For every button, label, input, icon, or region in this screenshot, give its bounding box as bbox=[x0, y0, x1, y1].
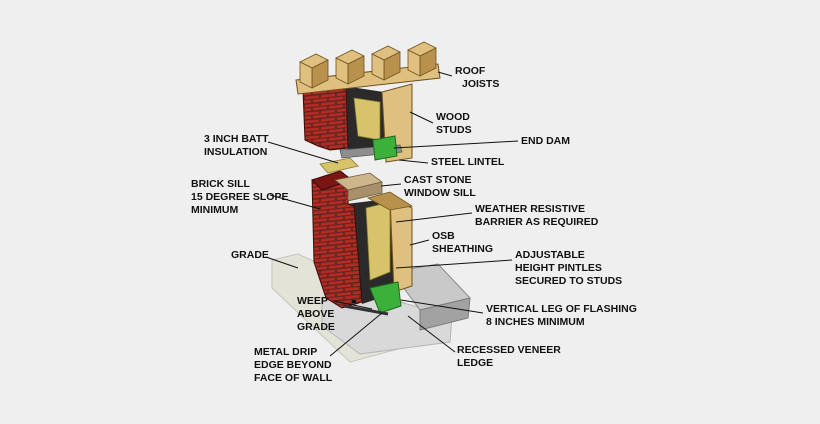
label-batt-insulation: 3 INCH BATT INSULATION bbox=[204, 133, 269, 159]
label-brick-sill: BRICK SILL 15 DEGREE SLOPE MINIMUM bbox=[191, 178, 288, 217]
leader-line-osb-sheathing bbox=[409, 239, 430, 246]
label-end-dam: END DAM bbox=[521, 135, 570, 148]
leader-line-metal-drip bbox=[329, 312, 383, 357]
label-line: FACE OF WALL bbox=[254, 372, 333, 384]
label-wood-studs: WOOD STUDS bbox=[436, 111, 472, 137]
label-cast-stone-sill: CAST STONE WINDOW SILL bbox=[404, 174, 476, 200]
label-line: WEEP bbox=[297, 295, 328, 307]
label-recessed-ledge: RECESSED VENEER LEDGE bbox=[457, 344, 561, 370]
leader-line-flashing-leg bbox=[400, 299, 484, 314]
label-line: 15 DEGREE SLOPE bbox=[191, 191, 289, 203]
label-line: STEEL LINTEL bbox=[431, 156, 505, 168]
label-line: END DAM bbox=[521, 135, 570, 147]
lower-stud-top bbox=[366, 191, 414, 211]
label-line: BRICK SILL bbox=[191, 178, 250, 190]
metal-drip-edge bbox=[343, 304, 389, 316]
leader-line-weep bbox=[333, 300, 373, 310]
roof-joist bbox=[371, 45, 401, 81]
label-line: METAL DRIP bbox=[254, 346, 318, 358]
leader-line-end-dam bbox=[393, 140, 519, 149]
roof-joist bbox=[299, 53, 329, 89]
label-line: INSULATION bbox=[204, 146, 268, 158]
label-line: GRADE bbox=[297, 321, 335, 333]
label-line: LEDGE bbox=[457, 357, 494, 369]
label-line: MINIMUM bbox=[191, 204, 239, 216]
batt-insulation-piece bbox=[319, 157, 359, 174]
roof-joist bbox=[407, 41, 437, 77]
leader-line-brick-sill bbox=[269, 194, 321, 210]
upper-batt-insulation bbox=[353, 97, 381, 141]
label-flashing-leg: VERTICAL LEG OF FLASHING 8 INCHES MINIMU… bbox=[486, 303, 637, 329]
leader-line-weather-barrier bbox=[395, 212, 473, 223]
osb-sheathing-panel bbox=[389, 197, 413, 293]
leader-line-grade bbox=[265, 256, 299, 269]
label-roof-joists: ROOF JOISTS bbox=[455, 65, 499, 91]
label-weep: WEEP ABOVE GRADE bbox=[297, 295, 335, 334]
leader-line-wood-studs bbox=[409, 111, 434, 124]
label-line: OSB bbox=[432, 230, 455, 242]
leader-line-batt-insulation bbox=[267, 141, 339, 164]
roof-joists bbox=[299, 41, 437, 89]
leader-line-pintles bbox=[395, 259, 513, 269]
leader-line-steel-lintel bbox=[398, 159, 429, 164]
label-line: EDGE BEYOND bbox=[254, 359, 332, 371]
roof-joist bbox=[335, 49, 365, 85]
weep-hole bbox=[352, 300, 356, 303]
label-line: ADJUSTABLE bbox=[515, 249, 585, 261]
label-weather-barrier: WEATHER RESISTIVE BARRIER AS REQUIRED bbox=[475, 203, 598, 229]
upper-brick-veneer bbox=[302, 83, 349, 151]
label-line: WOOD bbox=[436, 111, 470, 123]
leader-lines bbox=[265, 71, 519, 357]
cast-stone-sill-front bbox=[347, 181, 383, 202]
leader-line-cast-stone-sill bbox=[380, 183, 402, 187]
leader-line-roof-joists bbox=[437, 71, 453, 77]
label-line: JOISTS bbox=[462, 78, 500, 90]
label-line: 8 INCHES MINIMUM bbox=[486, 316, 585, 328]
label-line: 3 INCH BATT bbox=[204, 133, 269, 145]
label-line: HEIGHT PINTLES bbox=[515, 262, 602, 274]
label-line: BARRIER AS REQUIRED bbox=[475, 216, 599, 228]
label-line: SECURED TO STUDS bbox=[515, 275, 623, 287]
label-metal-drip: METAL DRIP EDGE BEYOND FACE OF WALL bbox=[254, 346, 332, 385]
label-pintles: ADJUSTABLE HEIGHT PINTLES SECURED TO STU… bbox=[515, 249, 622, 288]
label-line: GRADE bbox=[231, 249, 269, 261]
end-dam bbox=[372, 135, 398, 161]
flashing bbox=[369, 281, 402, 314]
label-line: WINDOW SILL bbox=[404, 187, 476, 199]
label-grade: GRADE bbox=[231, 249, 269, 262]
label-line: WEATHER RESISTIVE bbox=[475, 203, 586, 215]
label-osb-sheathing: OSB SHEATHING bbox=[432, 230, 493, 256]
label-line: ABOVE bbox=[297, 308, 335, 320]
concrete-slab-front bbox=[419, 297, 471, 331]
lower-batt-insulation bbox=[365, 201, 391, 281]
label-steel-lintel: STEEL LINTEL bbox=[431, 156, 504, 169]
label-line: SHEATHING bbox=[432, 243, 494, 255]
leader-line-recessed-ledge bbox=[407, 315, 456, 353]
label-line: STUDS bbox=[436, 124, 472, 136]
label-line: ROOF bbox=[455, 65, 486, 77]
label-line: CAST STONE bbox=[404, 174, 472, 186]
label-line: VERTICAL LEG OF FLASHING bbox=[486, 303, 637, 315]
label-line: RECESSED VENEER bbox=[457, 344, 561, 356]
